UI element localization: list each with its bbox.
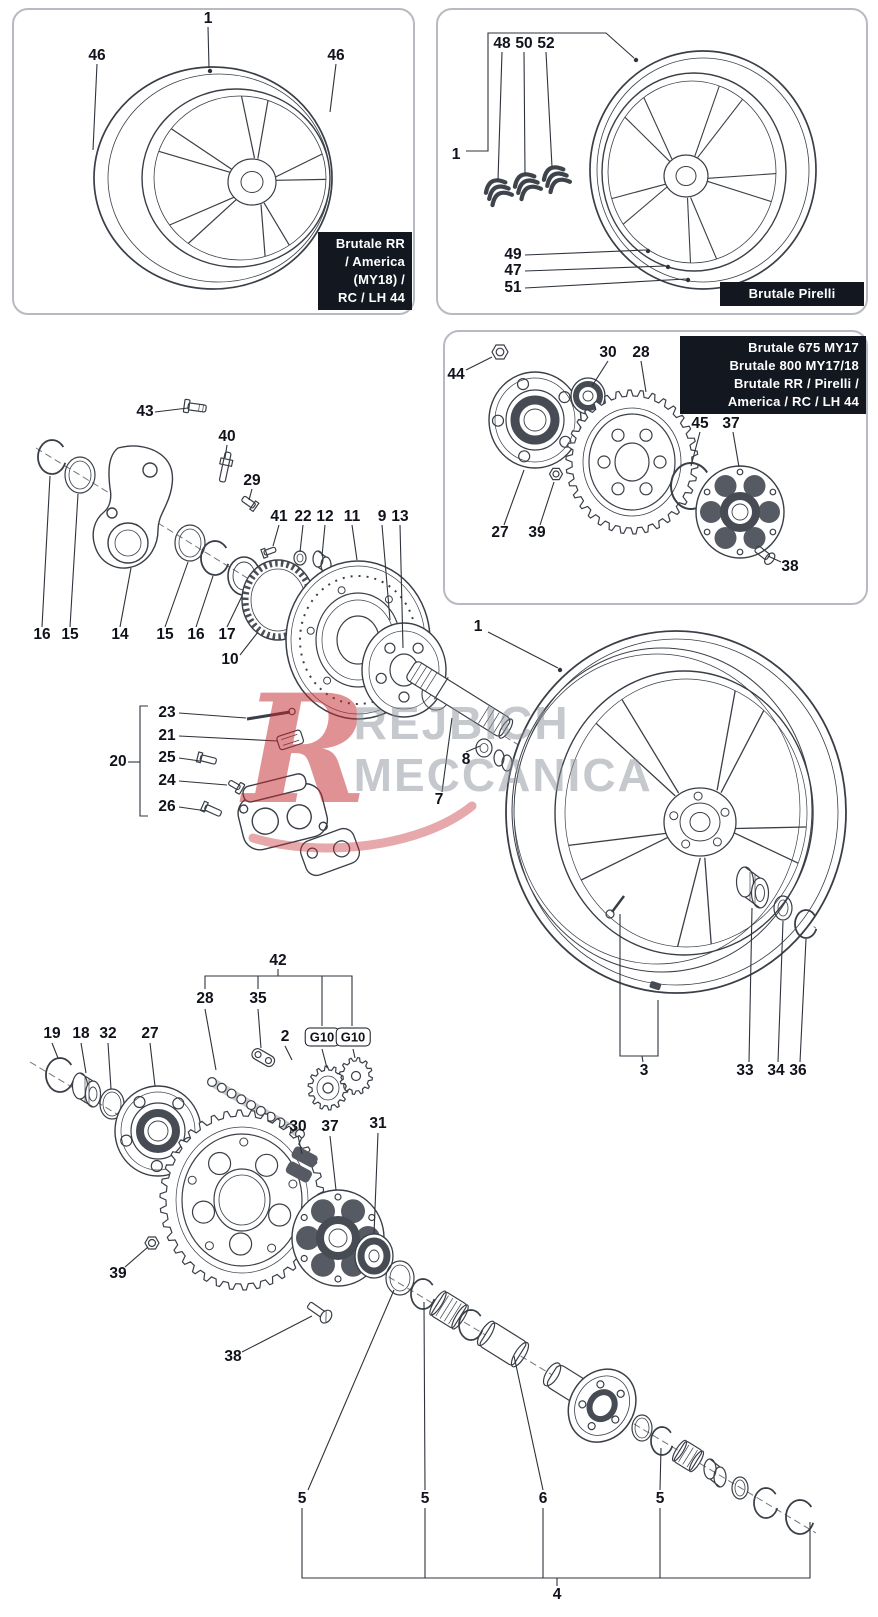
rear-wheel-drawing	[505, 630, 847, 994]
carrier-flange-27	[488, 371, 582, 469]
nut-39	[548, 467, 564, 481]
pad-spring-21	[276, 729, 305, 751]
pad-pin-head	[288, 707, 296, 716]
sprocket-variant-drawing	[488, 344, 785, 565]
washer-34	[773, 895, 793, 921]
panel-front-wheel-variant	[12, 8, 415, 315]
small-sprocket-g10b	[338, 1056, 374, 1096]
circlip-36	[794, 909, 818, 939]
hub-flange-9-13	[361, 622, 451, 718]
hub-bearing-row	[385, 1260, 815, 1535]
adjuster-40	[218, 451, 234, 483]
panel-sprocket-variant	[443, 330, 868, 605]
small-bush	[493, 749, 513, 772]
circlip	[785, 1499, 815, 1535]
screw-38	[754, 545, 776, 565]
pad-pin-23	[246, 710, 291, 721]
washer-22	[293, 550, 307, 566]
bolt-43	[182, 398, 207, 414]
tire-tread-icon	[512, 170, 541, 199]
o-ring	[631, 1414, 653, 1442]
washer	[731, 1476, 749, 1500]
circlip	[410, 1278, 436, 1310]
circlip-16b	[200, 540, 230, 576]
variant-label-pirelli: Brutale Pirelli	[720, 282, 864, 306]
rim-weight-3	[649, 981, 662, 991]
rear-hub-4	[542, 1362, 637, 1443]
bolt-25	[195, 751, 217, 765]
screw-29	[241, 495, 260, 513]
cush-flange-37	[695, 465, 785, 559]
nut-39-low	[144, 1236, 160, 1250]
ring-nut-33	[735, 866, 770, 909]
spacer-tube-6	[476, 1320, 530, 1368]
variant-label-sprocket: Brutale 675 MY17 Brutale 800 MY17/18 Bru…	[680, 336, 866, 414]
screw-38-low	[306, 1301, 333, 1324]
variant-label-front-wheel: Brutale RR / America (MY18) / RC / LH 44	[318, 232, 412, 310]
ring-nut-18	[71, 1072, 102, 1108]
front-wheel-drawing	[93, 66, 333, 290]
ring-15b	[174, 524, 206, 562]
circlip	[458, 1309, 484, 1341]
rear-sprocket-large	[159, 1109, 325, 1291]
sprocket-28	[565, 389, 699, 535]
needle-bearing-5	[429, 1290, 469, 1330]
cush-rubber-30	[285, 1146, 318, 1183]
circlip	[753, 1487, 779, 1519]
tire-tread-icon	[541, 163, 570, 192]
axle-7	[406, 661, 514, 739]
bush	[703, 1458, 727, 1488]
chain-sprocket-parts	[45, 1048, 394, 1324]
panel-pirelli-wheel-variant	[436, 8, 868, 315]
tire-tread-icon	[483, 176, 512, 205]
caliper-bracket-plate	[299, 827, 361, 877]
ring-15	[64, 456, 96, 494]
pirelli-wheel-drawing	[483, 50, 817, 290]
valve-stem-3	[611, 895, 625, 913]
nut-44	[491, 344, 509, 360]
bleed-valve-24	[228, 780, 246, 795]
circlip-16	[37, 439, 67, 475]
needle-bearing-5b	[671, 1439, 705, 1473]
seal-ring-5	[385, 1260, 415, 1296]
bolt-41	[260, 546, 277, 559]
small-sprocket-g10a	[307, 1065, 349, 1111]
brake-caliper-20	[237, 773, 329, 851]
brake-side-parts	[37, 398, 514, 877]
bolt-26	[199, 800, 222, 817]
caliper-bracket-14	[92, 445, 174, 569]
master-link-35	[251, 1048, 276, 1068]
leader-lines	[41, 26, 811, 1586]
cone-spacer-8	[475, 738, 493, 758]
watermark-swoosh	[248, 801, 477, 853]
circlip-19	[45, 1057, 75, 1093]
circlip	[650, 1426, 674, 1456]
